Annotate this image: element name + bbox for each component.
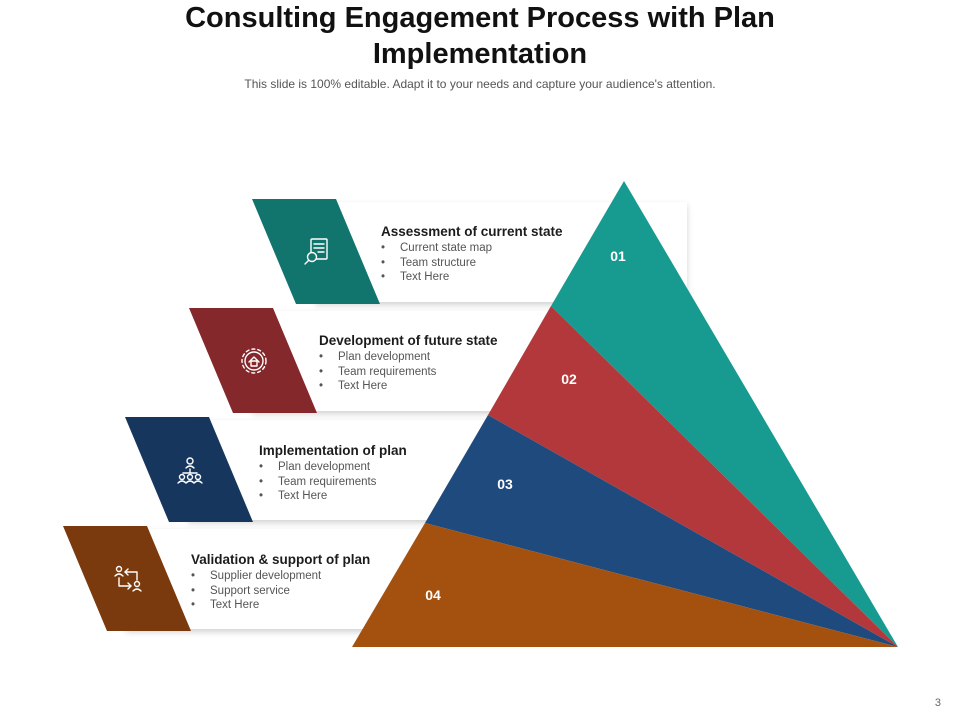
step-chip-shape-1 [252, 199, 380, 304]
step-3-bullet-1: Plan development [259, 460, 407, 475]
pyramid-segment-3 [425, 415, 898, 647]
step-4-bullet-1: Supplier development [191, 569, 370, 584]
step-1-bullet-1: Current state map [381, 241, 563, 256]
step-bullets-3: Plan development Team requirements Text … [259, 460, 407, 504]
pyramid-label-3: 03 [497, 476, 513, 492]
step-3-bullet-3: Text Here [259, 489, 407, 504]
step-4-bullet-2: Support service [191, 584, 370, 599]
page-number: 3 [934, 697, 941, 709]
slide-subtitle: This slide is 100% editable. Adapt it to… [244, 77, 716, 91]
step-text-1: Assessment of current state Current stat… [381, 223, 563, 285]
pyramid-segment-4 [352, 523, 898, 647]
step-4-bullet-3: Text Here [191, 598, 370, 613]
gear-house-icon [241, 348, 267, 374]
team-network-icon [177, 457, 203, 484]
pyramid-label-2: 02 [561, 371, 577, 387]
people-exchange-icon [114, 565, 142, 592]
pyramid-label-4: 04 [425, 587, 441, 603]
step-text-3: Implementation of plan Plan development … [259, 442, 407, 504]
step-title-1: Assessment of current state [381, 224, 563, 239]
step-bullets-4: Supplier development Support service Tex… [191, 569, 370, 613]
pyramid-label-1: 01 [610, 248, 626, 264]
step-2-bullet-1: Plan development [319, 350, 498, 365]
step-title-3: Implementation of plan [259, 443, 407, 458]
pyramid-segment-1 [551, 181, 898, 647]
step-1-bullet-3: Text Here [381, 270, 563, 285]
step-2-bullet-3: Text Here [319, 379, 498, 394]
step-chip-1 [252, 199, 380, 304]
step-title-2: Development of future state [319, 333, 498, 348]
slide-title: Consulting Engagement Process with Plan … [185, 2, 775, 70]
pyramid-segment-2 [488, 306, 898, 647]
step-chip-3 [125, 417, 253, 522]
step-bullets-1: Current state map Team structure Text He… [381, 241, 563, 285]
step-chip-4 [63, 526, 191, 631]
step-chip-shape-3 [125, 417, 253, 522]
step-title-4: Validation & support of plan [191, 552, 371, 567]
step-bullets-2: Plan development Team requirements Text … [319, 350, 498, 394]
step-text-4: Validation & support of plan Supplier de… [191, 551, 370, 613]
document-search-icon [304, 238, 328, 265]
step-text-2: Development of future state Plan develop… [319, 332, 498, 394]
step-1-bullet-2: Team structure [381, 256, 563, 271]
step-2-bullet-2: Team requirements [319, 365, 498, 380]
step-chip-shape-4 [63, 526, 191, 631]
step-3-bullet-2: Team requirements [259, 475, 407, 490]
